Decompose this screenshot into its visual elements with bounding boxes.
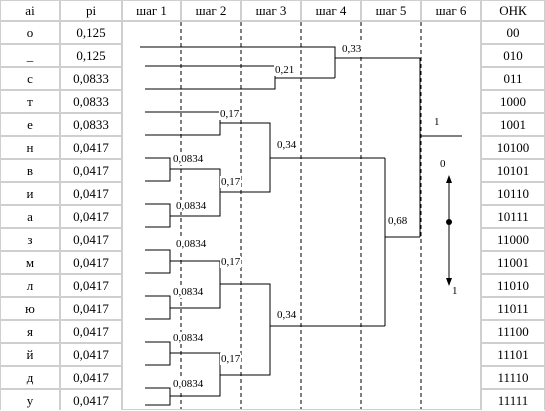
merge-label: 0,0834 xyxy=(175,200,208,212)
root-value: 1 xyxy=(434,116,440,128)
symbol-cell: т xyxy=(1,91,59,112)
probability-cell: 0,0833 xyxy=(61,68,121,89)
code-cell: 1000 xyxy=(482,91,544,112)
header-step-5: шаг 5 xyxy=(362,1,420,20)
merge-label: 0,0834 xyxy=(175,238,208,250)
merge-label: 0,34 xyxy=(276,309,298,321)
header-step-1: шаг 1 xyxy=(123,1,180,20)
legend-one: 1 xyxy=(451,285,459,297)
merge-label: 0,17 xyxy=(220,176,242,188)
symbol-cell: о xyxy=(1,22,59,43)
probability-cell: 0,0833 xyxy=(61,114,121,135)
probability-cell: 0,0417 xyxy=(61,229,121,250)
legend-zero: 0 xyxy=(439,158,447,170)
code-cell: 11000 xyxy=(482,229,544,250)
merge-label: 0,21 xyxy=(274,64,296,76)
probability-cell: 0,125 xyxy=(61,45,121,66)
code-cell: 011 xyxy=(482,68,544,89)
header-step-3: шаг 3 xyxy=(242,1,300,20)
merge-label: 0,34 xyxy=(276,139,298,151)
merge-label: 0,17 xyxy=(219,108,241,120)
merge-label: 0,0834 xyxy=(172,153,205,165)
symbol-cell: е xyxy=(1,114,59,135)
symbol-cell: у xyxy=(1,390,59,411)
probability-cell: 0,0417 xyxy=(61,367,121,388)
steps-area xyxy=(123,22,480,409)
merge-label: 0,17 xyxy=(220,353,242,365)
code-cell: 00 xyxy=(482,22,544,43)
symbol-cell: в xyxy=(1,160,59,181)
probability-cell: 0,0417 xyxy=(61,206,121,227)
header-code: ОНК xyxy=(482,1,544,20)
symbol-cell: з xyxy=(1,229,59,250)
symbol-cell: н xyxy=(1,137,59,158)
merge-label: 0,0834 xyxy=(172,378,205,390)
probability-cell: 0,0417 xyxy=(61,321,121,342)
code-cell: 11111 xyxy=(482,390,544,411)
symbol-cell: я xyxy=(1,321,59,342)
probability-cell: 0,0833 xyxy=(61,91,121,112)
probability-cell: 0,0417 xyxy=(61,275,121,296)
code-cell: 11110 xyxy=(482,367,544,388)
root-label: 1 xyxy=(432,113,470,134)
probability-cell: 0,0417 xyxy=(61,160,121,181)
probability-cell: 0,0417 xyxy=(61,183,121,204)
symbol-cell: ю xyxy=(1,298,59,319)
probability-cell: 0,0417 xyxy=(61,137,121,158)
code-cell: 11101 xyxy=(482,344,544,365)
code-cell: 11010 xyxy=(482,275,544,296)
code-cell: 010 xyxy=(482,45,544,66)
symbol-cell: л xyxy=(1,275,59,296)
header-step-6: шаг 6 xyxy=(422,1,480,20)
probability-cell: 0,0417 xyxy=(61,390,121,411)
code-cell: 10111 xyxy=(482,206,544,227)
probability-cell: 0,125 xyxy=(61,22,121,43)
merge-label: 0,17 xyxy=(220,256,242,268)
merge-label: 0,33 xyxy=(341,43,363,55)
code-cell: 11001 xyxy=(482,252,544,273)
symbol-cell: с xyxy=(1,68,59,89)
merge-label: 0,68 xyxy=(387,215,409,227)
symbol-cell: а xyxy=(1,206,59,227)
header-step-2: шаг 2 xyxy=(182,1,240,20)
merge-label: 0,0834 xyxy=(172,332,205,344)
header-step-4: шаг 4 xyxy=(302,1,360,20)
code-cell: 10101 xyxy=(482,160,544,181)
symbol-cell: й xyxy=(1,344,59,365)
header-pi: pi xyxy=(61,1,121,20)
header-ai: ai xyxy=(1,1,59,20)
code-cell: 11100 xyxy=(482,321,544,342)
code-cell: 1001 xyxy=(482,114,544,135)
code-cell: 11011 xyxy=(482,298,544,319)
probability-cell: 0,0417 xyxy=(61,298,121,319)
symbol-cell: м xyxy=(1,252,59,273)
symbol-cell: _ xyxy=(1,45,59,66)
probability-cell: 0,0417 xyxy=(61,344,121,365)
code-cell: 10110 xyxy=(482,183,544,204)
symbol-cell: д xyxy=(1,367,59,388)
code-cell: 10100 xyxy=(482,137,544,158)
probability-cell: 0,0417 xyxy=(61,252,121,273)
merge-label: 0,0834 xyxy=(172,286,205,298)
symbol-cell: и xyxy=(1,183,59,204)
